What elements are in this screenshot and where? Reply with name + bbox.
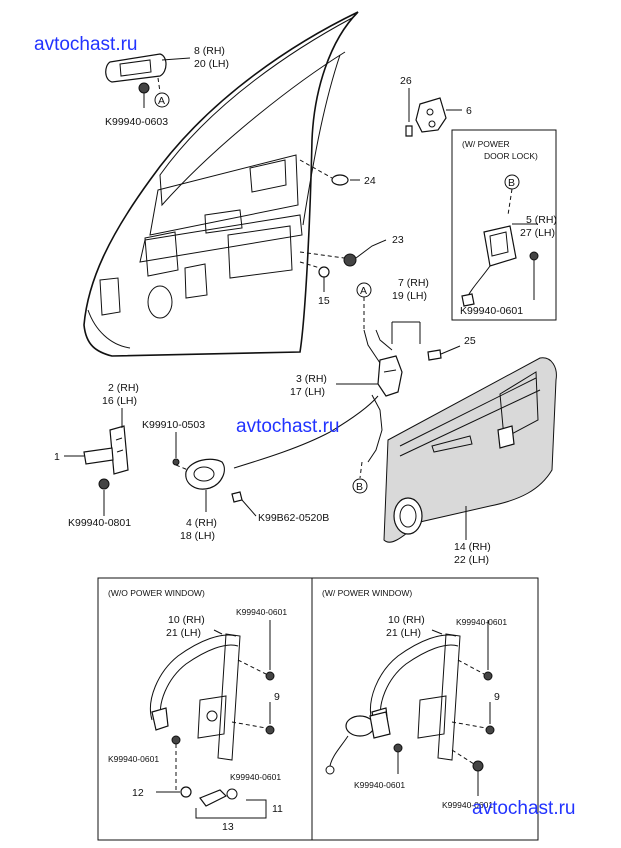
wo-callout-12: 12 bbox=[132, 787, 144, 799]
w-callout-21: 21 (LH) bbox=[386, 627, 421, 639]
callout-26: 26 bbox=[400, 75, 412, 87]
w-callout-10: 10 (RH) bbox=[388, 614, 425, 626]
door-shell bbox=[83, 11, 359, 357]
callout-k99940-0801: K99940-0801 bbox=[68, 517, 131, 529]
wo-callout-10: 10 (RH) bbox=[168, 614, 205, 626]
callout-inset-k99940-0601: K99940-0601 bbox=[460, 305, 523, 317]
callout-4: 4 (RH) bbox=[186, 517, 217, 529]
wo-callout-k99940-0601-top: K99940-0601 bbox=[236, 607, 287, 617]
wo-callout-11: 11 bbox=[272, 803, 283, 815]
connector-a-top: A bbox=[158, 95, 165, 107]
w-power-window-title: (W/ POWER WINDOW) bbox=[322, 588, 412, 598]
callout-6: 6 bbox=[466, 105, 472, 117]
callout-24: 24 bbox=[364, 175, 376, 187]
callout-5: 5 (RH) bbox=[526, 214, 557, 226]
inset-title-line1: (W/ POWER bbox=[462, 139, 510, 149]
inner-door-handle bbox=[172, 432, 257, 517]
power-window-regulator bbox=[325, 620, 495, 796]
callout-2: 2 (RH) bbox=[108, 382, 139, 394]
callout-16: 16 (LH) bbox=[102, 395, 137, 407]
callout-1: 1 bbox=[54, 451, 60, 463]
wo-callout-9: 9 bbox=[274, 691, 280, 703]
callout-20: 20 (LH) bbox=[194, 58, 229, 70]
callout-14: 14 (RH) bbox=[454, 541, 491, 553]
door-latch-and-rods bbox=[233, 282, 461, 494]
door-check-hinge bbox=[405, 88, 462, 137]
wo-callout-21: 21 (LH) bbox=[166, 627, 201, 639]
watermark-middle: avtochast.ru bbox=[236, 416, 340, 437]
w-callout-k99940-0601-bottom: K99940-0601 bbox=[442, 800, 493, 810]
w-callout-k99940-0601-top: K99940-0601 bbox=[456, 617, 507, 627]
connector-b-inset: B bbox=[508, 177, 515, 189]
watermark-bottom: avtochast.ru bbox=[472, 798, 576, 819]
callout-8: 8 (RH) bbox=[194, 45, 225, 57]
plug-and-clips bbox=[299, 159, 387, 292]
callout-18: 18 (LH) bbox=[180, 530, 215, 542]
callout-k99b62-0520b: K99B62-0520B bbox=[258, 512, 329, 524]
door-trim-panel bbox=[383, 357, 557, 543]
callout-15: 15 bbox=[318, 295, 330, 307]
wo-callout-13: 13 bbox=[222, 821, 234, 833]
manual-window-regulator bbox=[150, 620, 275, 819]
callout-k99940-0603: K99940-0603 bbox=[105, 116, 168, 128]
callout-3: 3 (RH) bbox=[296, 373, 327, 385]
callout-19: 19 (LH) bbox=[392, 290, 427, 302]
callout-27: 27 (LH) bbox=[520, 227, 555, 239]
inset-title-line2: DOOR LOCK) bbox=[484, 151, 538, 161]
power-door-lock-inset bbox=[451, 129, 557, 321]
outer-door-handle bbox=[105, 53, 191, 108]
callout-22: 22 (LH) bbox=[454, 554, 489, 566]
callout-23: 23 bbox=[392, 234, 404, 246]
callout-k99910-0503: K99910-0503 bbox=[142, 419, 205, 431]
w-callout-9: 9 bbox=[494, 691, 500, 703]
wo-power-window-title: (W/O POWER WINDOW) bbox=[108, 588, 205, 598]
callout-25: 25 bbox=[464, 335, 476, 347]
callout-7: 7 (RH) bbox=[398, 277, 429, 289]
w-callout-k99940-0601-left: K99940-0601 bbox=[354, 780, 405, 790]
regulator-panels-frame bbox=[97, 577, 539, 841]
connector-b-rod: B bbox=[356, 481, 363, 493]
connector-a-rod: A bbox=[360, 285, 367, 297]
wo-callout-k99940-0601-bottom: K99940-0601 bbox=[230, 772, 281, 782]
watermark-top: avtochast.ru bbox=[34, 34, 138, 55]
callout-17: 17 (LH) bbox=[290, 386, 325, 398]
door-hinge-bracket bbox=[64, 408, 129, 516]
wo-callout-k99940-0601-left: K99940-0601 bbox=[108, 754, 159, 764]
